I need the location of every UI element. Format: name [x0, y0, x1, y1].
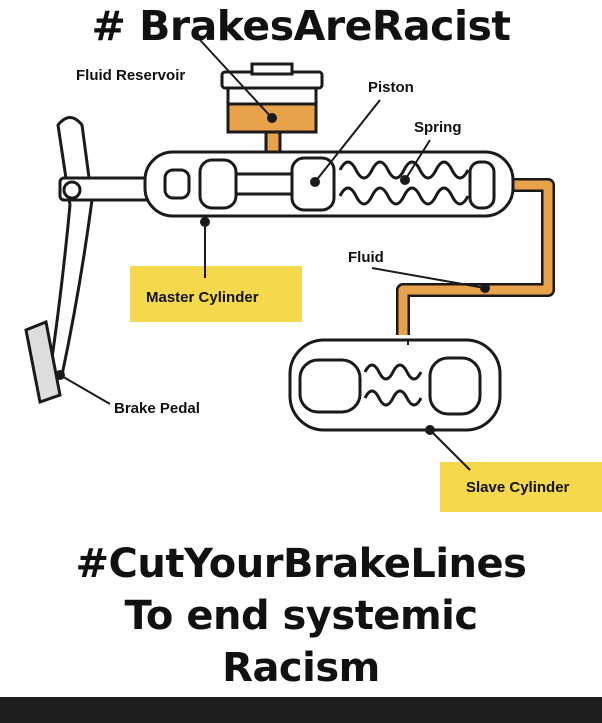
label-brake-pedal: Brake Pedal: [114, 400, 200, 417]
label-piston: Piston: [368, 79, 414, 96]
label-master-cylinder: Master Cylinder: [146, 289, 259, 306]
label-slave-cylinder: Slave Cylinder: [466, 479, 570, 496]
brake-pedal: [24, 116, 162, 404]
label-spring: Spring: [414, 119, 462, 136]
meme-title: # BrakesAreRacist: [91, 2, 512, 50]
caption-line-2: To end systemic: [124, 593, 478, 639]
slave-cylinder: [288, 338, 502, 432]
bottom-dark-bar: [0, 697, 602, 723]
fluid-line-fill: [398, 180, 553, 335]
label-fluid: Fluid: [348, 249, 384, 266]
master-cylinder-highlight: [130, 266, 302, 322]
slave-cylinder-highlight: [440, 462, 602, 512]
caption-line-1: #CutYourBrakeLines: [75, 541, 527, 587]
leader-lines: [55, 39, 490, 471]
fluid-reservoir: [220, 62, 324, 156]
caption-line-3: Racism: [222, 645, 380, 691]
label-fluid-reservoir: Fluid Reservoir: [76, 67, 185, 84]
master-cylinder: [143, 150, 515, 218]
